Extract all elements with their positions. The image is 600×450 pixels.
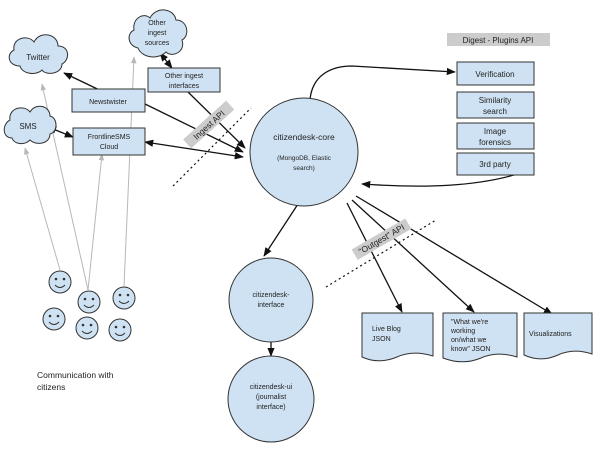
arrow-thirdparty-core	[361, 169, 531, 189]
plugin-3rd-party-label: 3rd party	[479, 160, 511, 169]
output-what-working-json: "What we're working on/what we know" JSO…	[442, 312, 518, 363]
cloud-other-sources-line-3: sources	[145, 40, 170, 47]
smiley-face-icon	[42, 307, 66, 331]
citizens-group	[42, 270, 136, 342]
node-citizendesk-core: citizendesk-core (MongoDB, Elastic searc…	[249, 97, 359, 207]
ingest-boundary-line	[172, 107, 252, 187]
plugin-verification-label: Verification	[475, 70, 514, 79]
node-citizendesk-interface: citizendesk- interface	[228, 257, 314, 343]
ingest-api-label: Ingest API	[183, 100, 235, 149]
box-newstwister-label: Newstwister	[89, 99, 127, 106]
arrow-core-verification	[309, 65, 456, 101]
plugin-image-line-1: Image	[484, 127, 507, 136]
output-visualizations: Visualizations	[523, 312, 593, 360]
core-subtitle-line-1: (MongoDB, Elastic	[277, 155, 332, 162]
arrow-core-whatworking	[351, 199, 475, 313]
cloud-sms-label: SMS	[19, 122, 36, 131]
citizen-arrow-sms	[24, 147, 61, 271]
arrow-core-visualizations	[355, 195, 553, 315]
plugin-similarity-search: Similarity search	[456, 91, 535, 119]
plugin-similarity-line-1: Similarity	[479, 96, 511, 105]
ui-line-3: interface)	[256, 404, 285, 411]
document-icon	[361, 312, 434, 362]
smiley-face-icon	[75, 316, 99, 340]
interface-line-2: interface	[258, 302, 285, 309]
live-blog-line-1: Live Blog	[372, 326, 401, 333]
what-working-line-2: working	[450, 328, 475, 335]
plugin-3rd-party: 3rd party	[456, 152, 535, 176]
live-blog-line-2: JSON	[372, 336, 391, 343]
outgest-api-label: "Outgest" API	[351, 218, 412, 260]
plugin-image-line-2: forensics	[479, 138, 511, 147]
node-citizendesk-ui: citizendesk-ui (journalist interface)	[227, 355, 315, 443]
cloud-other-sources: Other ingest sources	[128, 9, 188, 58]
what-working-line-4: know" JSON	[451, 346, 490, 353]
cloud-icon	[128, 9, 188, 58]
digest-api-label: Digest - Plugins API	[447, 33, 550, 46]
ui-line-2: (journalist	[256, 394, 286, 401]
what-working-line-1: "What we're	[451, 319, 488, 326]
visualizations-label: Visualizations	[529, 331, 572, 338]
core-title: citizendesk-core	[273, 132, 335, 142]
box-frontlinesms-cloud: FrontlineSMS Cloud	[72, 127, 146, 156]
document-icon	[523, 312, 593, 360]
what-working-line-3: on/what we	[451, 337, 487, 344]
citizens-caption: Communication with citizens	[37, 370, 114, 392]
arrow-core-interface	[263, 203, 299, 257]
plugin-similarity-line-2: search	[483, 107, 507, 116]
citizen-arrow-frontline	[87, 153, 105, 291]
output-live-blog-json: Live Blog JSON	[361, 312, 434, 362]
digest-api-text: Digest - Plugins API	[463, 36, 534, 45]
cloud-other-sources-line-2: ingest	[148, 30, 167, 37]
ui-line-1: citizendesk-ui	[250, 384, 293, 391]
document-icon	[442, 312, 518, 363]
box-newstwister: Newstwister	[71, 88, 146, 113]
smiley-face-icon	[112, 286, 136, 310]
core-subtitle-line-2: search)	[293, 165, 315, 172]
cloud-icon	[8, 34, 68, 74]
box-other-interfaces-line-1: Other ingest	[165, 73, 203, 80]
cloud-twitter-label: Twitter	[26, 53, 50, 62]
cloud-sms: SMS	[3, 105, 57, 145]
box-other-ingest-interfaces: Other ingest interfaces	[147, 67, 221, 93]
smiley-face-icon	[77, 290, 101, 314]
smiley-face-icon	[108, 318, 132, 342]
plugin-image-forensics: Image forensics	[456, 122, 535, 150]
arrow-frontline-core	[144, 139, 244, 160]
citizens-caption-line-2: citizens	[37, 382, 65, 392]
api-boundaries	[172, 107, 437, 288]
box-frontline-line-2: Cloud	[100, 144, 118, 151]
cloud-icon	[3, 105, 57, 145]
citizens-caption-line-1: Communication with	[37, 370, 114, 380]
smiley-face-icon	[48, 270, 72, 294]
cloud-other-sources-line-1: Other	[148, 20, 166, 27]
cloud-twitter: Twitter	[8, 34, 68, 74]
box-other-interfaces-line-2: interfaces	[169, 83, 200, 90]
interface-line-1: citizendesk-	[253, 292, 291, 299]
outgest-boundary-line	[325, 219, 437, 288]
plugin-verification: Verification	[456, 61, 535, 86]
box-frontline-line-1: FrontlineSMS	[88, 134, 131, 141]
